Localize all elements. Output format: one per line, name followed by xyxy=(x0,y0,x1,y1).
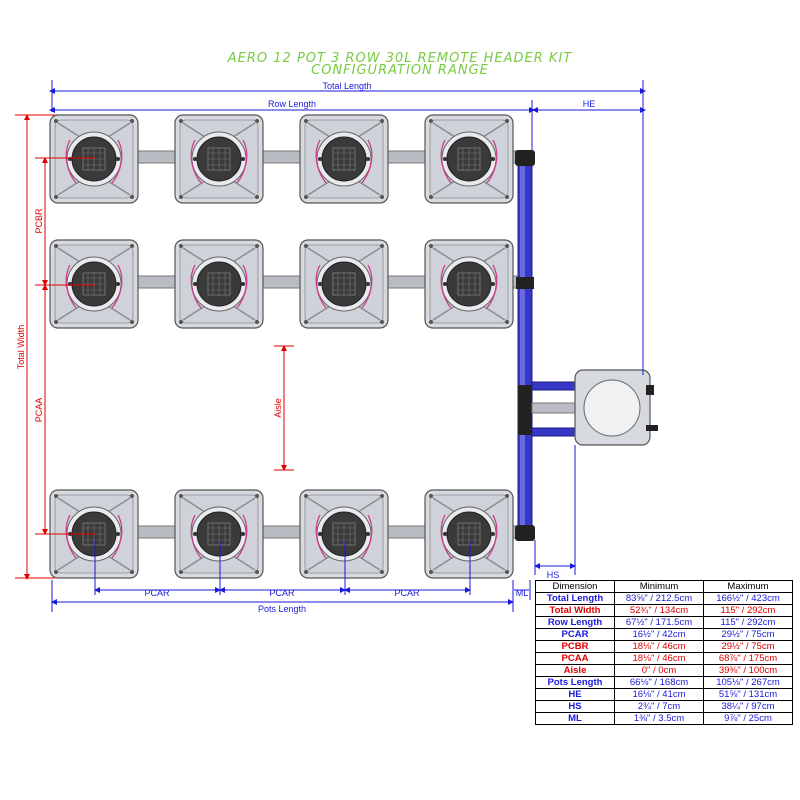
label-pcar: PCAR xyxy=(144,588,170,598)
table-cell-minimum: 52¾" / 134cm xyxy=(614,604,704,617)
pot xyxy=(299,489,389,579)
pot-row-3 xyxy=(49,489,521,579)
pot xyxy=(424,114,514,204)
table-cell-dimension: HS xyxy=(535,700,615,713)
label-hs: HS xyxy=(547,570,560,580)
table-cell-maximum: 39⅜" / 100cm xyxy=(703,664,793,677)
table-cell-maximum: 105⅛" / 267cm xyxy=(703,676,793,689)
label-total-width: Total Width xyxy=(16,325,26,370)
table-cell-minimum: 1⅜" / 3.5cm xyxy=(614,712,704,725)
table-cell-maximum: 166½" / 423cm xyxy=(703,592,793,605)
label-pots-length: Pots Length xyxy=(258,604,306,614)
table-cell-minimum: 66⅛" / 168cm xyxy=(614,676,704,689)
pot xyxy=(49,114,139,204)
table-cell-dimension: Row Length xyxy=(535,616,615,629)
table-cell-dimension: Total Length xyxy=(535,592,615,605)
table-cell-minimum: 16⅛" / 41cm xyxy=(614,688,704,701)
pot xyxy=(174,489,264,579)
table-cell-minimum: 2¾" / 7cm xyxy=(614,700,704,713)
table-cell-minimum: 83⅝" / 212.5cm xyxy=(614,592,704,605)
table-cell-dimension: HE xyxy=(535,688,615,701)
table-header: Maximum xyxy=(703,580,793,593)
table-cell-maximum: 51⅝" / 131cm xyxy=(703,688,793,701)
table-cell-minimum: 18⅛" / 46cm xyxy=(614,652,704,665)
pot xyxy=(299,114,389,204)
label-he: HE xyxy=(583,99,596,109)
table-cell-maximum: 29½" / 75cm xyxy=(703,628,793,641)
label-pcar: PCAR xyxy=(269,588,295,598)
pot xyxy=(49,239,139,329)
table-header: Minimum xyxy=(614,580,704,593)
table-cell-dimension: ML xyxy=(535,712,615,725)
pot xyxy=(174,239,264,329)
table-cell-dimension: Aisle xyxy=(535,664,615,677)
label-pcbr: PCBR xyxy=(34,208,44,234)
label-pcar: PCAR xyxy=(394,588,420,598)
table-cell-minimum: 0" / 0cm xyxy=(614,664,704,677)
table-cell-maximum: 9⅞" / 25cm xyxy=(703,712,793,725)
table-cell-maximum: 38¼" / 97cm xyxy=(703,700,793,713)
pot xyxy=(424,489,514,579)
pot xyxy=(174,114,264,204)
header-manifold xyxy=(515,150,578,541)
table-cell-dimension: PCBR xyxy=(535,640,615,653)
pot xyxy=(299,239,389,329)
pot-row-2 xyxy=(49,239,521,329)
diagram-title: AERO 12 POT 3 ROW 30L REMOTE HEADER KIT xyxy=(227,51,573,66)
pot-row-1 xyxy=(49,114,521,204)
label-pcaa: PCAA xyxy=(34,398,44,423)
label-total-length: Total Length xyxy=(322,81,371,91)
remote-header-tank xyxy=(574,369,658,446)
table-header-row: Dimension Minimum Maximum xyxy=(535,580,793,593)
table-cell-minimum: 16½" / 42cm xyxy=(614,628,704,641)
table-cell-dimension: Total Width xyxy=(535,604,615,617)
label-row-length: Row Length xyxy=(268,99,316,109)
label-aisle: Aisle xyxy=(273,398,283,418)
table-cell-minimum: 18⅛" / 46cm xyxy=(614,640,704,653)
table-cell-maximum: 115" / 292cm xyxy=(703,616,793,629)
table-cell-minimum: 67½" / 171.5cm xyxy=(614,616,704,629)
table-cell-dimension: PCAA xyxy=(535,652,615,665)
table-cell-maximum: 68⅞" / 175cm xyxy=(703,652,793,665)
table-cell-dimension: PCAR xyxy=(535,628,615,641)
dimension-lines xyxy=(15,80,646,612)
diagram-subtitle: CONFIGURATION RANGE xyxy=(311,63,489,78)
table-cell-maximum: 115" / 292cm xyxy=(703,604,793,617)
pot xyxy=(424,239,514,329)
table-header: Dimension xyxy=(535,580,615,593)
label-ml: ML xyxy=(516,588,529,598)
table-cell-maximum: 29½" / 75cm xyxy=(703,640,793,653)
table-cell-dimension: Pots Length xyxy=(535,676,615,689)
